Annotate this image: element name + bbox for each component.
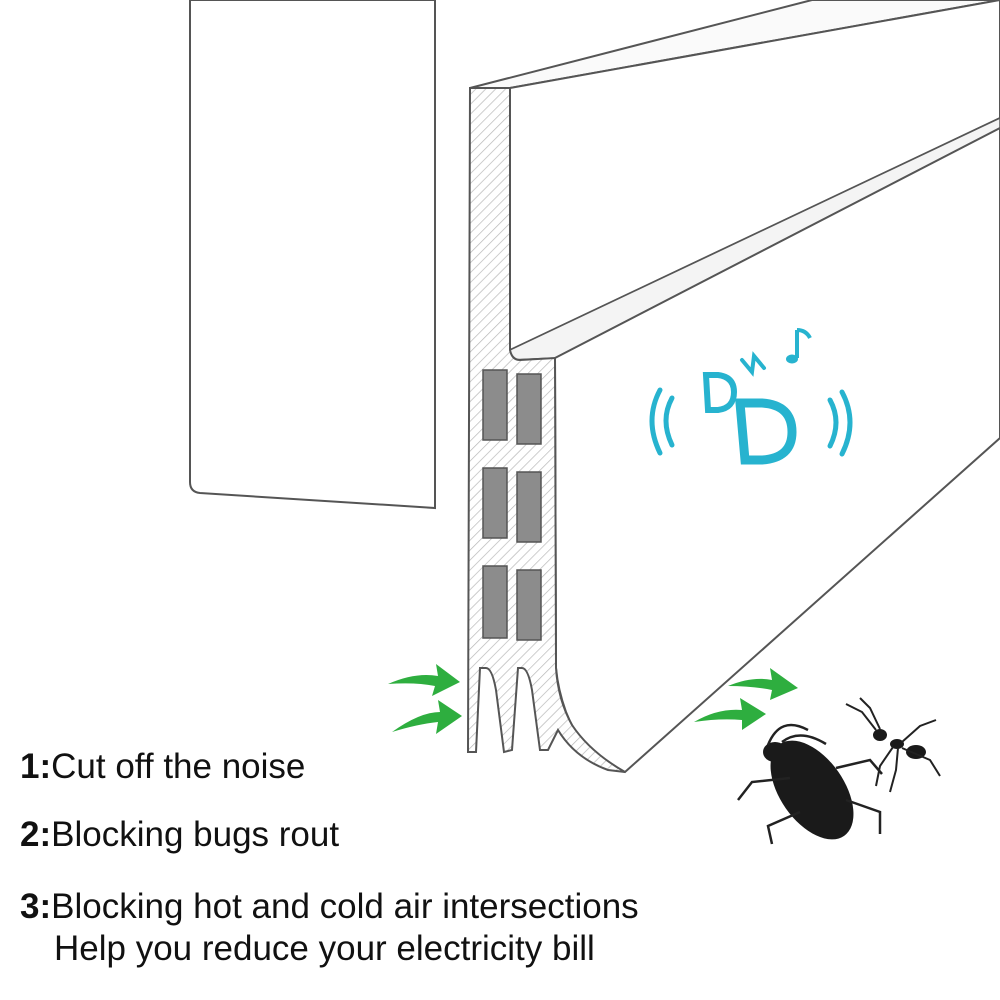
feature-number: 2: (20, 815, 52, 854)
feature-text: Blocking bugs rout (51, 815, 340, 854)
door-seal-strip (466, 0, 1000, 774)
feature-number: 3: (20, 887, 52, 926)
feature-bugs: 2:Blocking bugs rout (20, 814, 339, 856)
feature-air: 3:Blocking hot and cold air intersection… (20, 886, 639, 928)
ant-icon (845, 697, 941, 793)
feature-noise: 1:Cut off the noise (20, 746, 305, 788)
airflow-arrow-icon (388, 664, 798, 734)
sound-waves-icon (649, 351, 853, 465)
door-panel (189, 0, 436, 510)
feature-text: Blocking hot and cold air intersections (51, 887, 639, 926)
feature-number: 1: (20, 747, 52, 786)
feature-text: Cut off the noise (51, 747, 306, 786)
feature-air-subtext: Help you reduce your electricity bill (54, 929, 595, 968)
music-note-icon (786, 328, 812, 364)
cockroach-icon (737, 723, 883, 845)
